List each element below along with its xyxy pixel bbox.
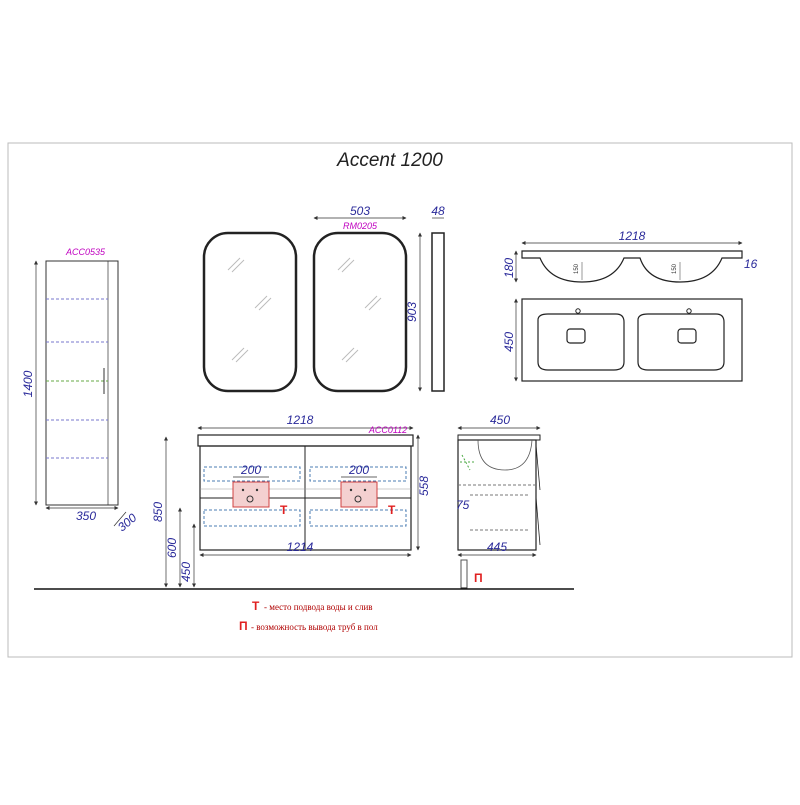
floor-mark: П — [474, 571, 483, 585]
cabinet-side-view — [457, 434, 541, 551]
pencil-depth-dim: 300 — [115, 510, 140, 534]
mount-height-dim: 850 — [151, 502, 165, 522]
legend: Т - место подвода воды и слив П - возмож… — [239, 599, 378, 633]
floor-pipe — [460, 559, 468, 589]
legend-floor-symbol: П — [239, 619, 248, 633]
sink-section — [521, 250, 743, 283]
water-mark-right: Т — [388, 503, 396, 517]
sink-thickness-dim: 16 — [744, 257, 758, 271]
floor-height-450-dim: 450 — [179, 562, 193, 582]
mirror-left — [202, 231, 298, 393]
side-depth-dim: 450 — [490, 413, 510, 427]
mirror-height-dim: 903 — [405, 302, 419, 322]
connection-width-right-dim: 200 — [348, 463, 369, 477]
cabinet-height-dim: 558 — [417, 476, 431, 496]
mirror-model: RM0205 — [343, 221, 378, 231]
sink-height-dim: 180 — [502, 258, 516, 278]
mirror-depth-dim: 48 — [431, 204, 445, 218]
connection-zone-right — [340, 481, 378, 508]
pencil-case-model: ACC0535 — [65, 247, 106, 257]
basin-depth-left: 150 — [574, 263, 580, 274]
floor-height-600-dim: 600 — [165, 538, 179, 558]
cabinet-model: ACC0112 — [368, 425, 407, 435]
connection-zone-left — [232, 481, 270, 508]
cabinet-bottom-width-dim: 1214 — [287, 540, 314, 554]
sheet-frame — [7, 142, 793, 658]
pencil-height-dim: 1400 — [21, 370, 35, 397]
title: Accent 1200 — [336, 150, 443, 171]
mirror-right — [312, 231, 408, 393]
legend-water-symbol: Т — [252, 599, 260, 613]
mirror-side-view — [431, 232, 445, 392]
sink-top-view — [521, 298, 743, 382]
basin-depth-right: 150 — [672, 263, 678, 274]
pencil-case — [45, 260, 119, 506]
side-depth-bottom-dim: 445 — [487, 540, 507, 554]
mirror-width-dim: 503 — [350, 204, 370, 218]
legend-floor-text: - возможность вывода труб в пол — [251, 622, 378, 632]
cabinet-width-dim: 1218 — [287, 413, 314, 427]
sink-depth-dim: 450 — [502, 332, 516, 352]
side-offset-dim: 75 — [456, 498, 470, 512]
sink-top-width-dim: 1218 — [619, 229, 646, 243]
legend-water-text: - место подвода воды и слив — [264, 602, 373, 612]
pencil-width-dim: 350 — [76, 509, 96, 523]
water-mark-left: Т — [280, 503, 288, 517]
cabinet-front — [197, 434, 414, 551]
connection-width-left-dim: 200 — [240, 463, 261, 477]
